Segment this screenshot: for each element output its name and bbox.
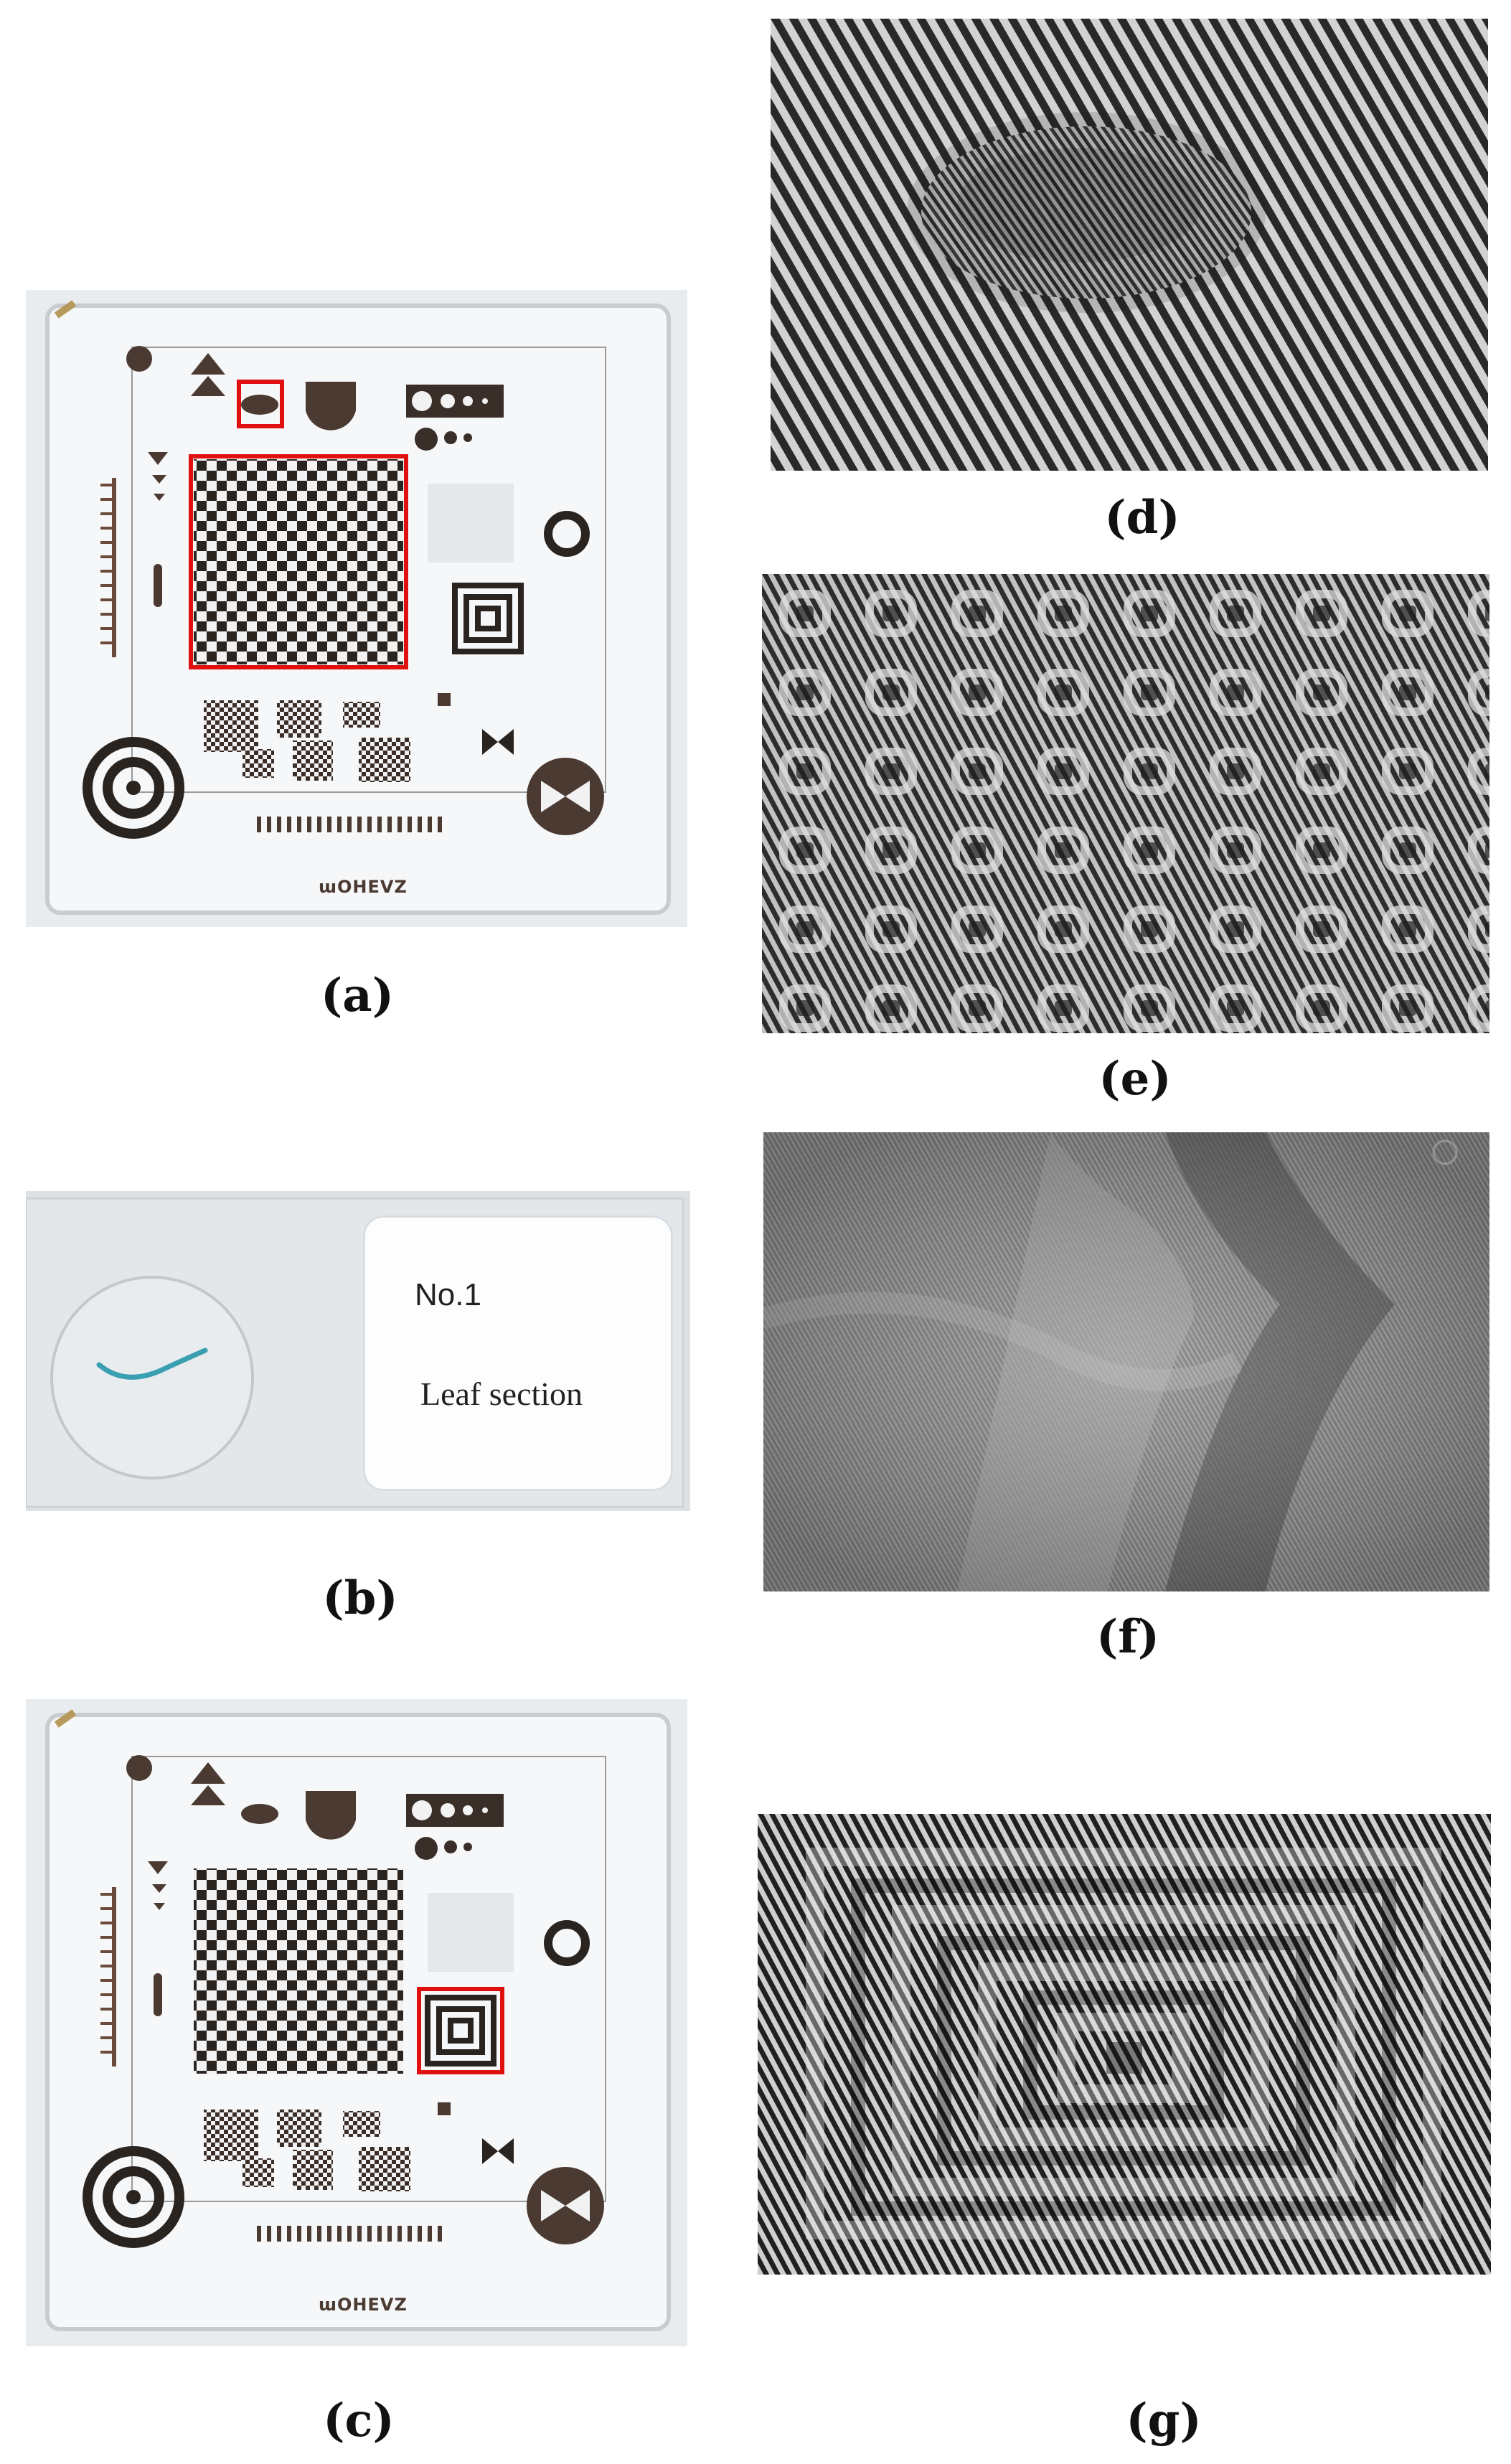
- caption-g: (g): [1126, 2394, 1202, 2447]
- panel-g-hologram: [758, 1814, 1491, 2275]
- calibration-target-image: [26, 1699, 687, 2346]
- panel-e-hologram: [762, 574, 1489, 1033]
- caption-b: (b): [322, 1571, 398, 1625]
- target-brand-text: ɯOHEVZ: [319, 877, 408, 897]
- leaf-hologram-image: [763, 1132, 1489, 1591]
- panel-f-hologram: [763, 1132, 1489, 1591]
- ellipse-hologram-image: [771, 19, 1488, 471]
- highlight-box-ellipse: [237, 380, 284, 428]
- slide-label-number: No.1: [415, 1277, 481, 1312]
- calibration-target-image: [26, 290, 687, 927]
- slide-label-card: [363, 1215, 673, 1491]
- highlight-box-nested-squares: [417, 1987, 504, 2074]
- panel-c-target-photo: ɯOHEVZ: [26, 1699, 687, 2346]
- caption-e: (e): [1098, 1052, 1172, 1106]
- caption-f: (f): [1096, 1610, 1160, 1664]
- slide-label-description: Leaf section: [420, 1376, 583, 1412]
- panel-d-hologram: [771, 19, 1488, 471]
- panel-a-target-photo: ɯOHEVZ: [26, 290, 687, 927]
- caption-a: (a): [320, 969, 395, 1022]
- caption-c: (c): [323, 2394, 395, 2447]
- target-brand-text: ɯOHEVZ: [319, 2295, 408, 2315]
- caption-d: (d): [1104, 491, 1180, 545]
- checkerboard-hologram-image: [762, 574, 1489, 1033]
- panel-b-slide-photo: No.1 Leaf section: [26, 1191, 690, 1511]
- highlight-box-checkerboard: [189, 454, 408, 669]
- nested-squares-hologram-image: [758, 1814, 1491, 2275]
